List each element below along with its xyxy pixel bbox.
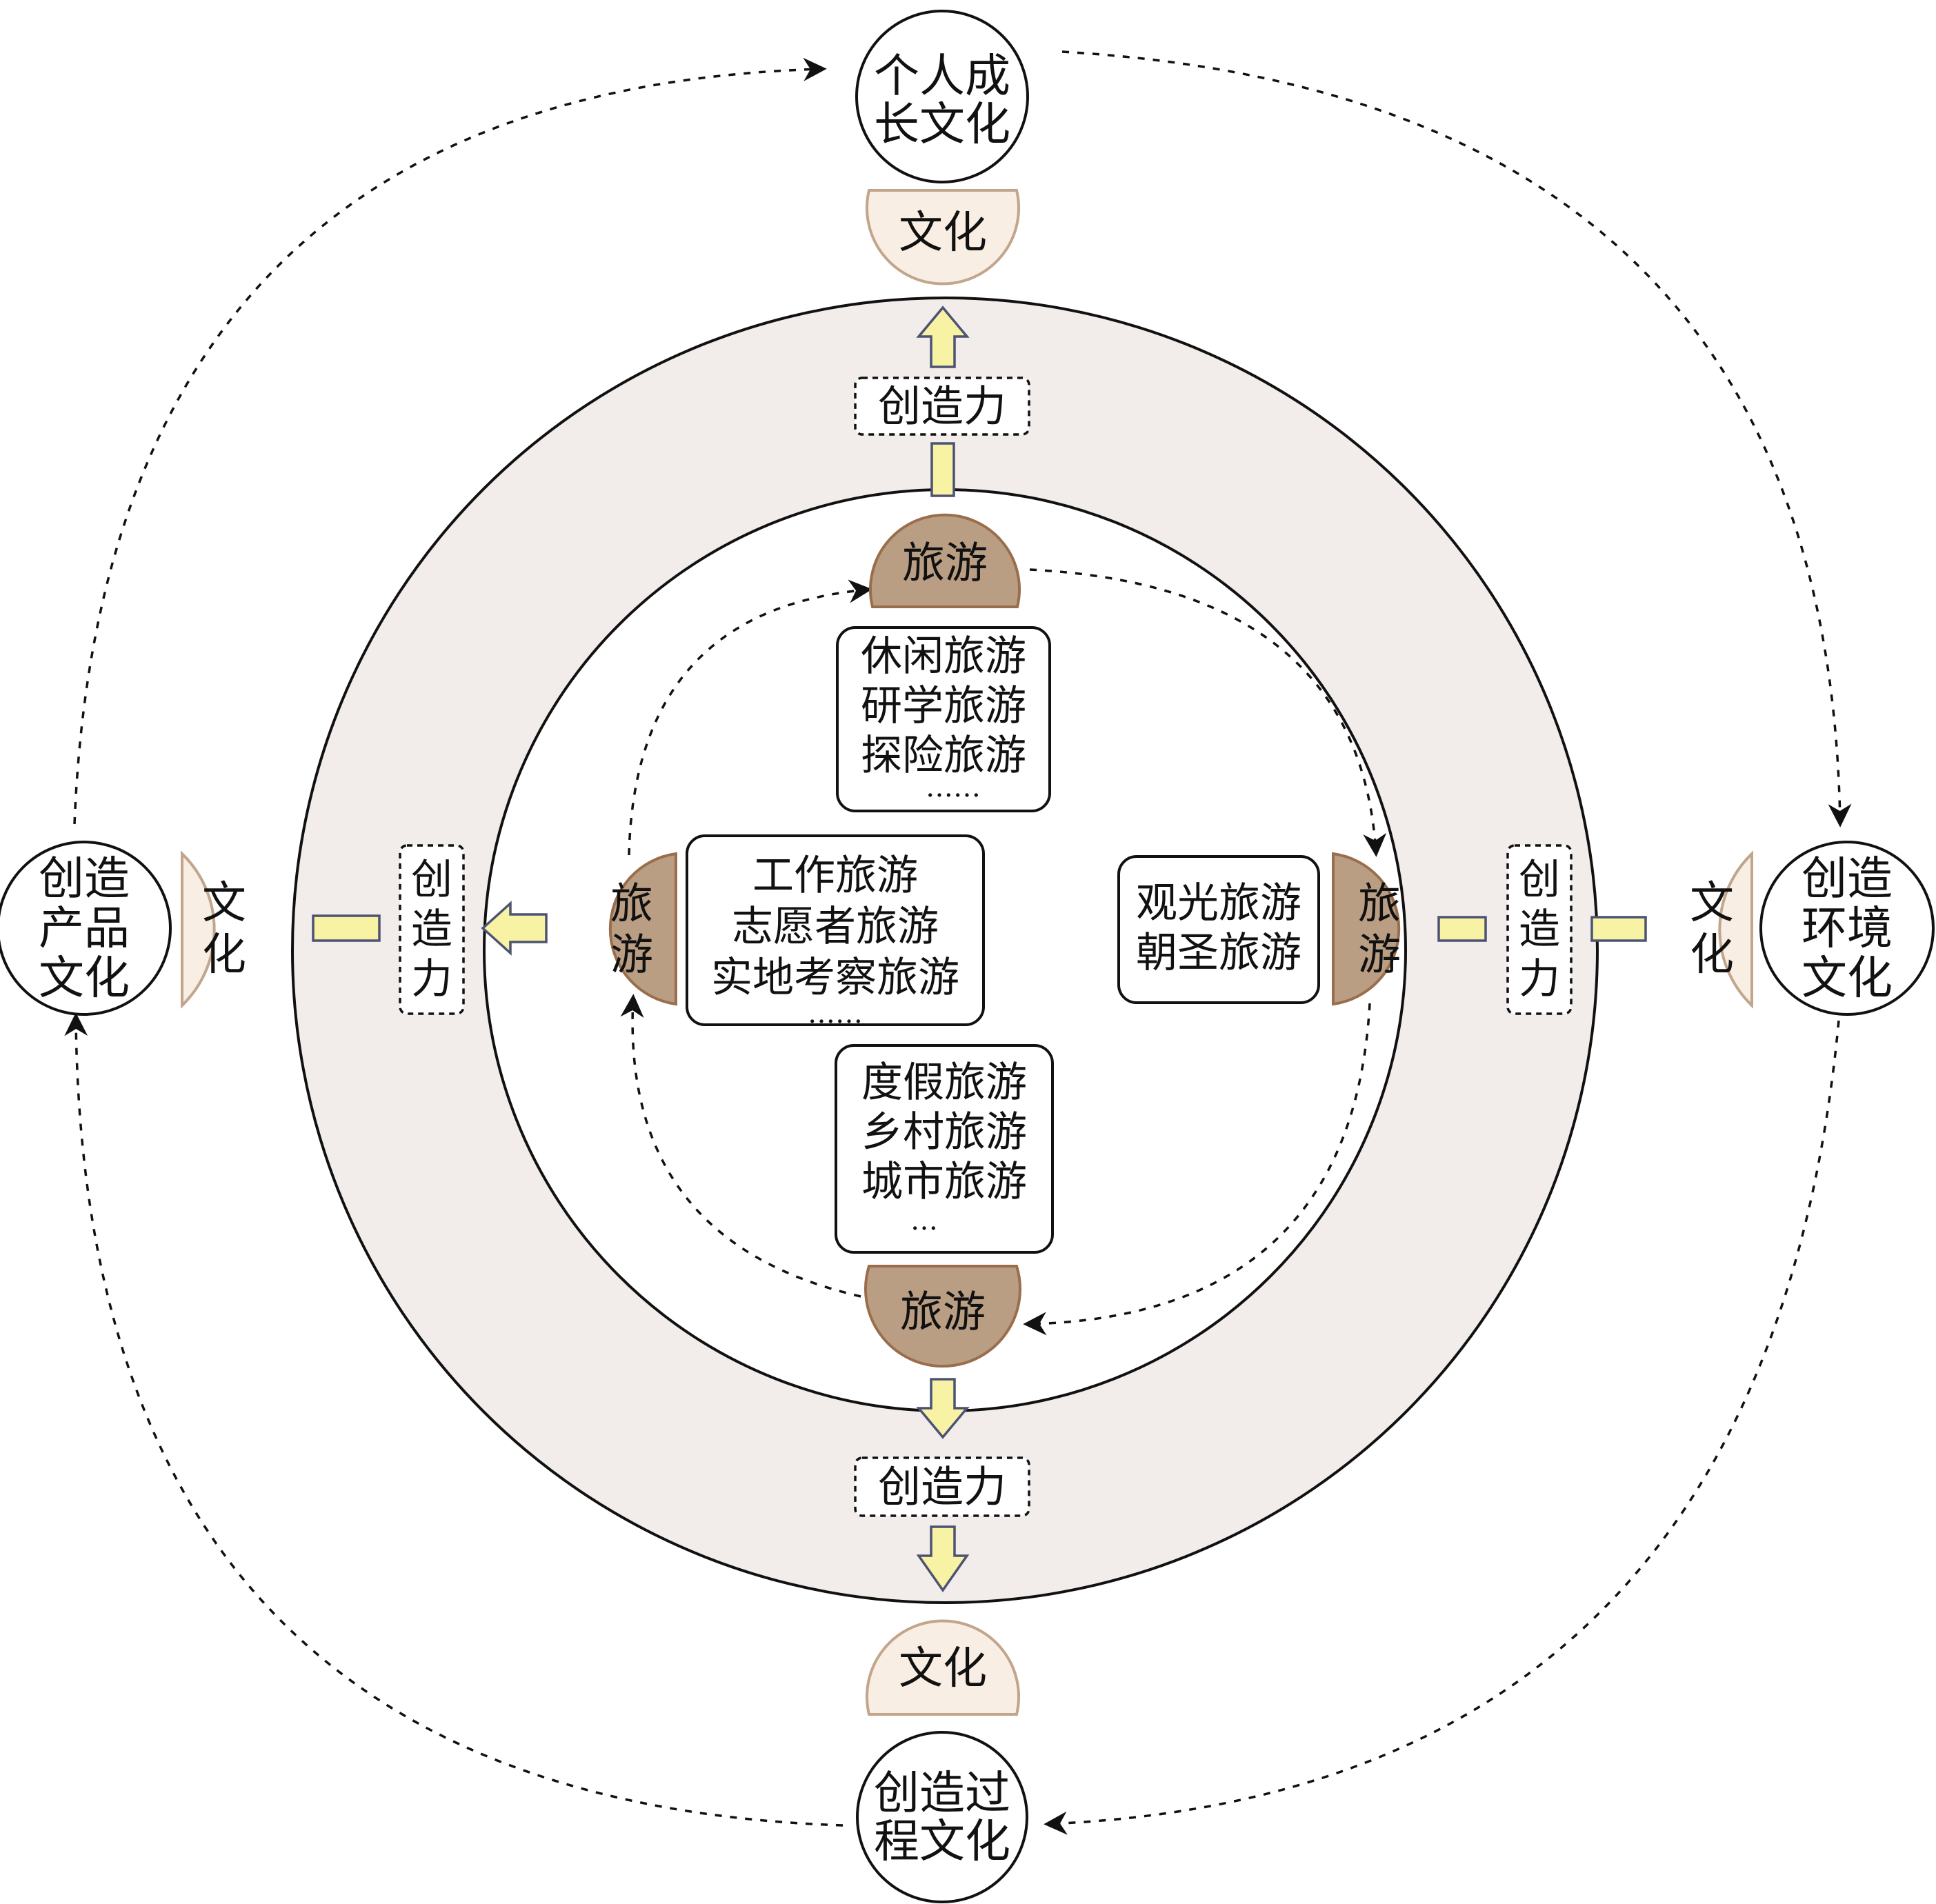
node-environment-culture-line-1: 创造 <box>1802 852 1893 905</box>
culture-shape-bottom: 文化 <box>866 1619 1020 1716</box>
tourism-label-left-char-1: 旅 <box>610 879 653 929</box>
node-product-culture-line-1: 创造 <box>39 852 130 905</box>
node-personal-growth-culture-line-1: 个人成 <box>874 50 1010 103</box>
node-process-culture: 创造过 程文化 <box>856 1731 1028 1903</box>
tourism-types-box-bottom: 度假旅游 乡村旅游 城市旅游 … <box>835 1044 1054 1254</box>
tourism-type-sightseeing: 观光旅游 <box>1136 879 1301 928</box>
tourism-label-right-char-2: 游 <box>1358 930 1401 980</box>
connector-bar-top <box>930 442 955 497</box>
culture-label-left-char-1: 文 <box>202 878 246 929</box>
outer-cycle-arrow-bottom-to-left <box>64 1012 844 1827</box>
down-arrow-bottom-lower <box>916 1525 970 1593</box>
node-environment-culture-line-3: 文化 <box>1802 952 1893 1005</box>
tourism-shape-bottom: 旅游 <box>864 1265 1021 1368</box>
tourism-shape-right: 旅 游 <box>1332 852 1401 1006</box>
outer-cycle-arrow-top-to-right <box>1061 50 1852 828</box>
creativity-label-bottom: 创造力 <box>878 1462 1006 1512</box>
left-arrow <box>481 901 548 956</box>
creativity-box-top: 创造力 <box>854 377 1030 436</box>
inner-cycle-arrow-top-to-right <box>1029 568 1387 857</box>
tourism-label-right-char-1: 旅 <box>1358 879 1401 929</box>
creativity-box-left: 创 造 力 <box>399 844 465 1015</box>
node-environment-culture-line-2: 环境 <box>1802 902 1893 955</box>
creativity-label-right-char-1: 创 <box>1519 856 1560 904</box>
culture-label-top: 文化 <box>899 208 987 259</box>
down-arrow-bottom-upper <box>916 1378 970 1439</box>
creativity-label-left-char-3: 力 <box>411 955 452 1003</box>
tourism-types-left-ellipsis: …… <box>808 998 863 1030</box>
creativity-label-right-char-2: 造 <box>1519 905 1560 954</box>
tourism-type-work: 工作旅游 <box>752 852 918 900</box>
tourism-type-study: 研学旅游 <box>861 682 1026 730</box>
tourism-type-field-study: 实地考察旅游 <box>711 954 959 1002</box>
tourism-label-left-char-2: 游 <box>610 930 653 980</box>
inner-cycle-arrow-bottom-to-left <box>620 994 861 1298</box>
tourism-types-box-top: 休闲旅游 研学旅游 探险旅游 …… <box>836 626 1051 812</box>
creativity-label-left-char-1: 创 <box>411 856 452 904</box>
node-product-culture: 创造 产品 文化 <box>0 841 172 1016</box>
tourism-types-box-right: 观光旅游 朝圣旅游 <box>1117 855 1320 1004</box>
tourism-type-volunteer: 志愿者旅游 <box>732 903 939 951</box>
connector-bar-right-inner <box>1437 916 1487 942</box>
creativity-label-right-char-3: 力 <box>1519 955 1560 1003</box>
inner-cycle-arrow-right-to-bottom <box>1023 1003 1371 1336</box>
node-process-culture-line-2: 程文化 <box>874 1815 1010 1868</box>
creativity-box-right: 创 造 力 <box>1506 844 1573 1015</box>
tourism-type-leisure: 休闲旅游 <box>861 632 1026 681</box>
node-product-culture-line-2: 产品 <box>39 902 130 955</box>
creativity-label-top: 创造力 <box>878 381 1006 432</box>
creativity-label-left-char-2: 造 <box>411 905 452 954</box>
culture-shape-top: 文化 <box>866 189 1020 285</box>
tourism-type-adventure: 探险旅游 <box>861 732 1026 780</box>
connector-bar-left <box>312 914 381 942</box>
tourism-type-urban: 城市旅游 <box>861 1158 1027 1206</box>
creativity-box-bottom: 创造力 <box>854 1456 1030 1517</box>
tourism-types-bottom-ellipsis: … <box>910 1205 938 1236</box>
tourism-types-top-ellipsis: …… <box>926 772 981 803</box>
inner-cycle-arrow-left-to-top <box>628 579 872 856</box>
tourism-label-top: 旅游 <box>902 538 988 588</box>
outer-cycle-arrow-right-to-bottom <box>1044 1020 1840 1835</box>
node-personal-growth-culture: 个人成 长文化 <box>855 10 1029 183</box>
culture-shape-right: 文 化 <box>1690 850 1753 1009</box>
tourism-type-vacation: 度假旅游 <box>861 1059 1027 1107</box>
node-process-culture-line-1: 创造过 <box>874 1767 1010 1820</box>
node-environment-culture: 创造 环境 文化 <box>1759 841 1935 1016</box>
culture-label-right-char-2: 化 <box>1690 930 1734 981</box>
tourism-label-bottom: 旅游 <box>900 1287 986 1337</box>
up-arrow-top <box>916 305 970 368</box>
tourism-type-pilgrimage: 朝圣旅游 <box>1136 929 1301 977</box>
culture-shape-left: 文 化 <box>181 850 246 1009</box>
tourism-shape-left: 旅 游 <box>608 852 677 1006</box>
tourism-types-box-left: 工作旅游 志愿者旅游 实地考察旅游 …… <box>686 834 985 1030</box>
culture-label-right-char-1: 文 <box>1690 878 1734 929</box>
culture-label-bottom: 文化 <box>899 1643 987 1694</box>
connector-bar-right-outer <box>1590 916 1647 942</box>
node-personal-growth-culture-line-2: 长文化 <box>874 98 1010 151</box>
tourism-type-rural: 乡村旅游 <box>861 1108 1027 1156</box>
tourism-shape-top: 旅游 <box>869 513 1021 608</box>
node-product-culture-line-3: 文化 <box>39 952 130 1005</box>
culture-label-left-char-2: 化 <box>202 930 246 981</box>
